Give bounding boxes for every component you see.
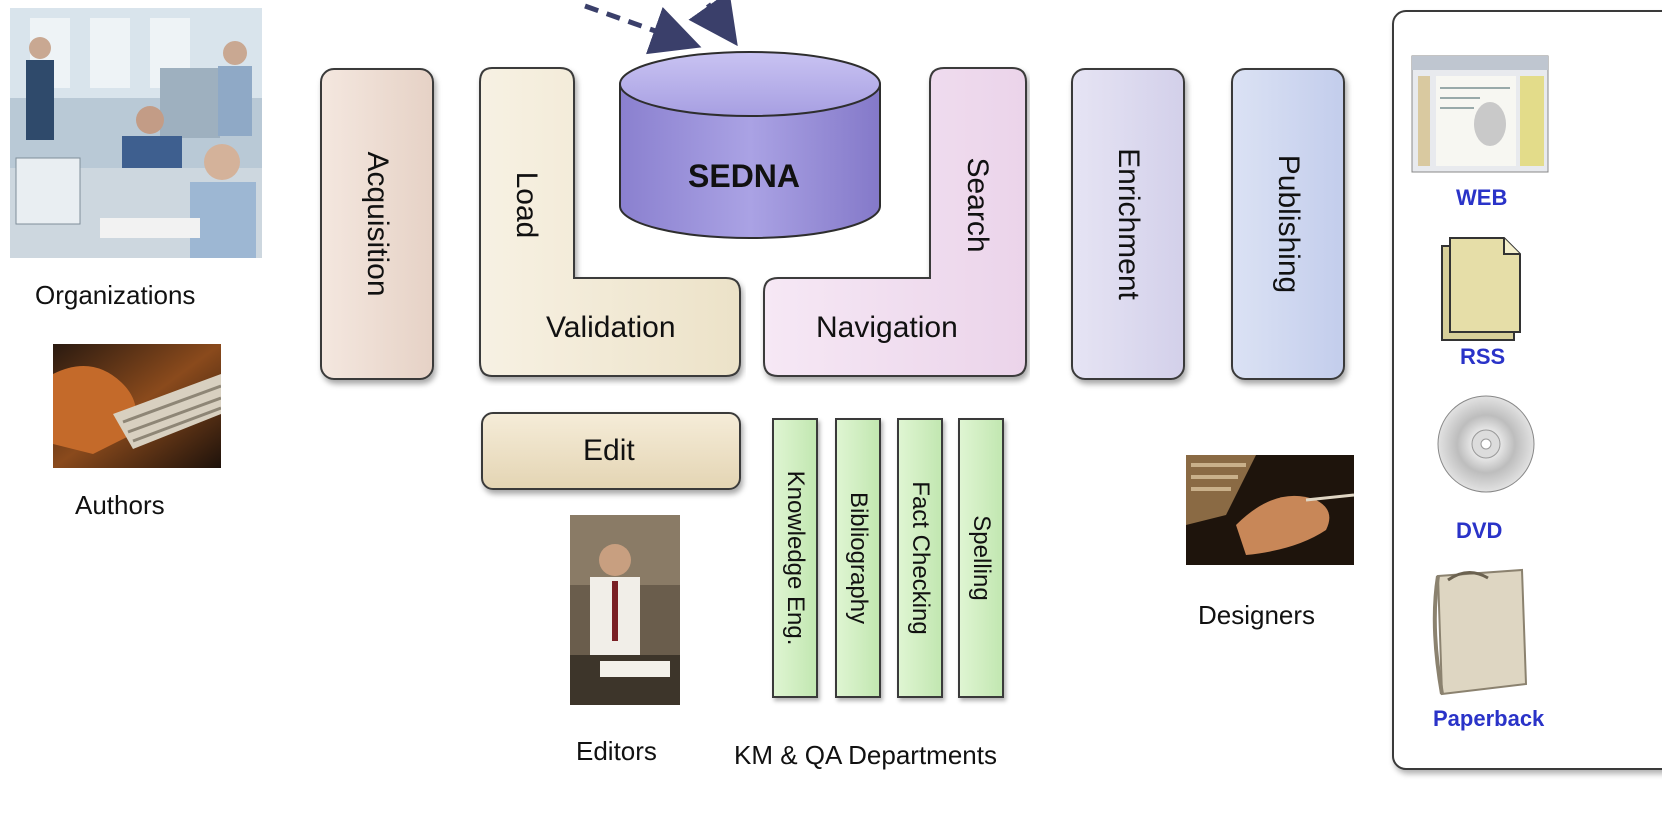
dvd-icon xyxy=(1437,395,1535,493)
stage-acquisition: Acquisition xyxy=(320,68,434,380)
qa-module-2-label: Fact Checking xyxy=(907,481,934,635)
stage-publishing-label: Publishing xyxy=(1272,154,1305,294)
qa-module-1-label: Bibliography xyxy=(845,491,872,625)
sedna-database xyxy=(619,51,881,239)
qa-module-1: Bibliography xyxy=(835,418,881,698)
stage-edit-label: Edit xyxy=(583,434,635,467)
km-qa-caption: KM & QA Departments xyxy=(734,740,997,770)
editors-photo xyxy=(570,515,680,705)
stage-validation-label: Validation xyxy=(546,311,676,344)
output-web-label: WEB xyxy=(1456,185,1508,210)
web-icon xyxy=(1411,55,1549,173)
qa-module-3-label: Spelling xyxy=(968,515,995,601)
output-dvd-label: DVD xyxy=(1456,518,1503,543)
qa-module-2: Fact Checking xyxy=(897,418,943,698)
organizations-photo xyxy=(10,8,262,258)
stage-enrichment: Enrichment xyxy=(1071,68,1185,380)
organizations-caption: Organizations xyxy=(35,280,196,310)
stage-navigation-label: Navigation xyxy=(816,311,958,344)
output-rss-label: RSS xyxy=(1460,344,1506,369)
designers-caption: Designers xyxy=(1198,600,1316,630)
stage-search-label: Search xyxy=(961,157,994,253)
stage-load-validation xyxy=(479,67,741,377)
qa-module-0-label: Knowledge Eng. xyxy=(782,470,809,646)
rss-icon xyxy=(1441,237,1521,341)
stage-enrichment-label: Enrichment xyxy=(1112,148,1145,300)
qa-module-3: Spelling xyxy=(958,418,1004,698)
stage-load-label: Load xyxy=(510,171,543,239)
qa-module-0: Knowledge Eng. xyxy=(772,418,818,698)
stage-acquisition-label: Acquisition xyxy=(361,151,394,297)
authors-caption: Authors xyxy=(75,490,165,520)
paperback-icon xyxy=(1432,568,1528,696)
stage-publishing: Publishing xyxy=(1231,68,1345,380)
solid-arrow xyxy=(688,0,738,47)
editors-caption: Editors xyxy=(576,736,657,766)
incoming-arrows xyxy=(584,0,738,55)
output-paperback-label: Paperback xyxy=(1433,706,1545,731)
sedna-label: SEDNA xyxy=(688,158,801,194)
stage-search-navigation xyxy=(763,67,1027,377)
authors-photo xyxy=(53,344,221,468)
stage-edit: Edit xyxy=(481,412,741,490)
dashed-arrow xyxy=(584,3,702,55)
designers-photo xyxy=(1186,455,1354,565)
